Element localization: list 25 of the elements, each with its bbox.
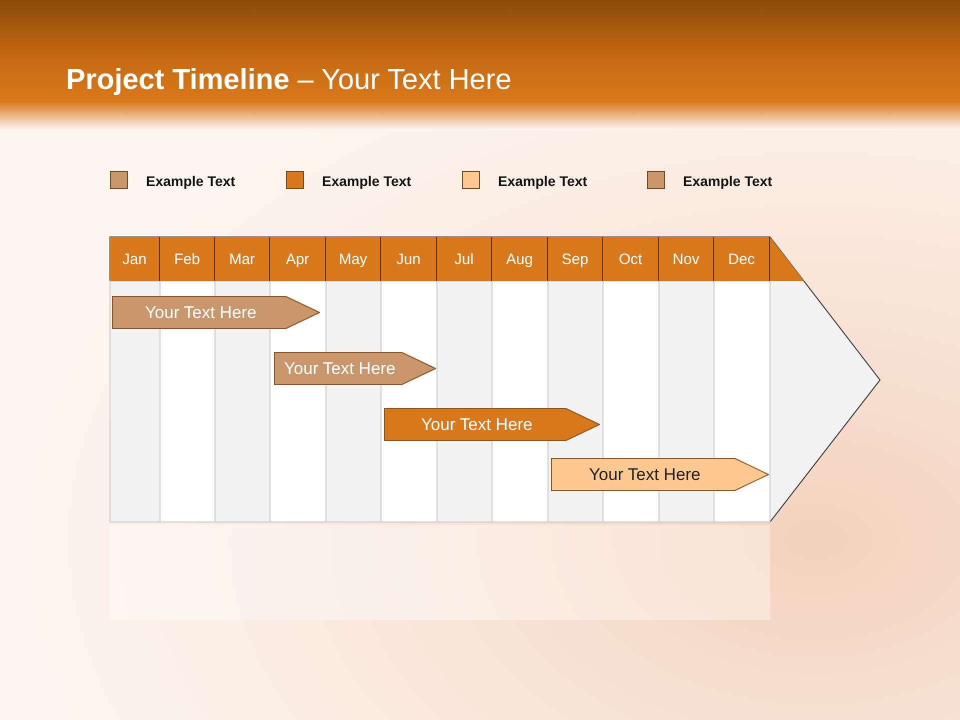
task-bar [551, 458, 769, 491]
month-header: Oct [603, 237, 659, 281]
month-header: Aug [492, 237, 548, 281]
task-label: Your Text Here [145, 302, 257, 324]
legend-label: Example Text [146, 172, 236, 190]
month-header: Mar [215, 237, 270, 281]
month-header: Jul [437, 237, 492, 281]
task-label: Your Text Here [589, 464, 701, 486]
month-header: Apr [270, 237, 326, 281]
legend-label: Example Text [498, 172, 588, 190]
slide-title: Project Timeline – Your Text Here [66, 63, 512, 98]
legend-label: Example Text [683, 172, 772, 190]
month-header: Sep [548, 237, 603, 281]
month-header: Feb [160, 237, 215, 281]
month-header: Jan [110, 237, 160, 281]
task-bar [384, 408, 600, 441]
legend-label: Example Text [322, 172, 412, 190]
task-bar [112, 296, 320, 329]
task-label: Your Text Here [284, 358, 396, 380]
task-label: Your Text Here [421, 414, 533, 436]
month-header: Jun [381, 237, 437, 281]
task-bar [274, 352, 436, 385]
month-header: Dec [714, 237, 770, 281]
month-header: Nov [659, 237, 714, 281]
month-header: May [326, 237, 381, 281]
